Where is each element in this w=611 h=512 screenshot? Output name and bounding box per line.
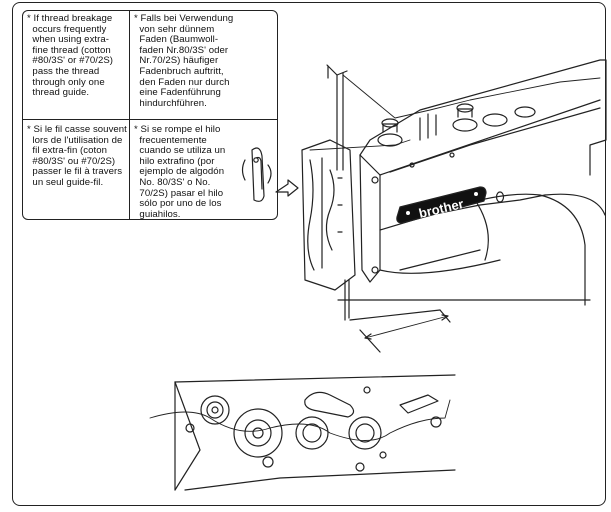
note-horizontal-divider: [22, 119, 278, 121]
note-german: * Falls bei Verwendung von sehr dünnem F…: [134, 13, 234, 109]
thread-path: [309, 74, 601, 151]
note-vertical-divider: [129, 10, 131, 220]
note-french: * Si le fil casse souvent lors de l'util…: [27, 124, 127, 188]
thread-stand: [326, 64, 348, 171]
machine-head: [359, 59, 607, 306]
work-table: [337, 299, 591, 353]
page-frame: [12, 2, 606, 506]
face-plate: [301, 139, 379, 321]
brand-logo: brother: [417, 196, 465, 221]
brand-plate: [396, 186, 505, 224]
thread-guide-detail: [241, 147, 299, 202]
tension-knobs: [377, 103, 536, 168]
thread-note-box: [22, 10, 278, 220]
thread-path-detail: [149, 374, 456, 491]
note-english: * If thread breakage occurs frequently w…: [27, 13, 114, 99]
note-spanish: * Si se rompe el hilo frecuentemente cua…: [134, 124, 226, 220]
